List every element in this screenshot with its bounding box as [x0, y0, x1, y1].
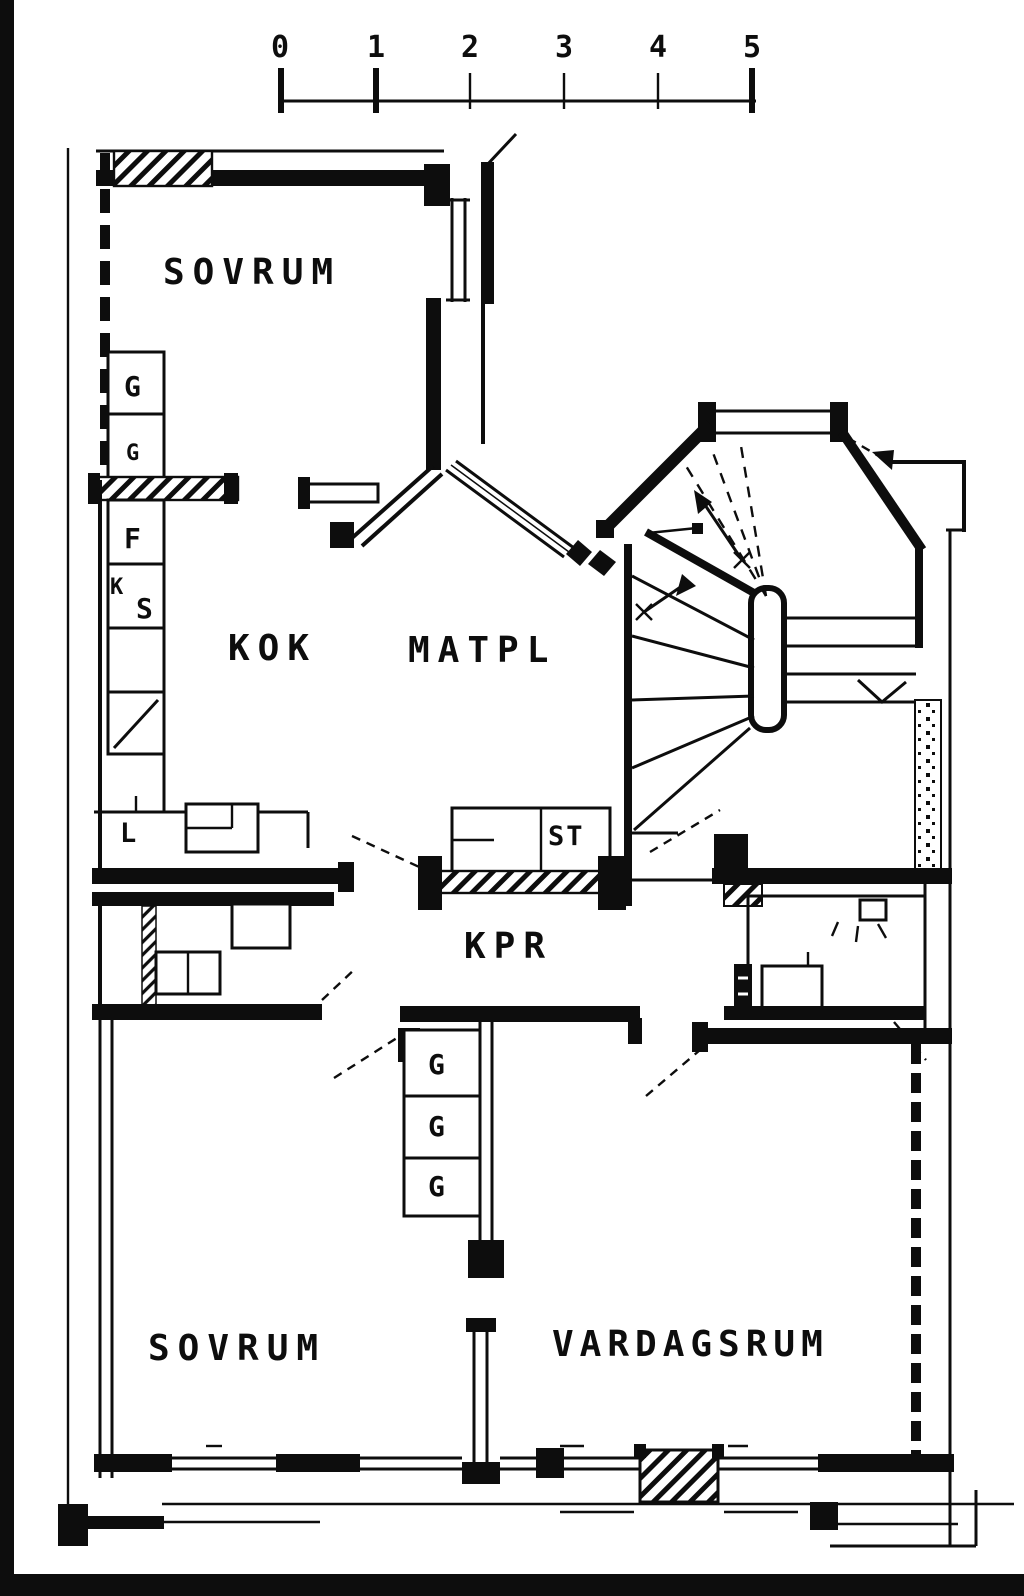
stair-outer-corner	[847, 436, 966, 1546]
kitchen-cabinet-column: G G F K S	[88, 350, 240, 870]
bathroom-left	[92, 892, 357, 1020]
door-swing-line	[649, 808, 721, 854]
hatched-wall-pier	[112, 149, 214, 188]
hatched-wall-pier	[141, 905, 157, 1007]
hatched-balcony-pier	[638, 1448, 720, 1504]
door-swing-line	[484, 132, 518, 168]
stair-bay-window	[698, 402, 848, 442]
hatched-wall-pier	[422, 869, 616, 895]
wardrobe-label: G	[428, 1110, 445, 1143]
cabinet-k-label: K	[110, 575, 124, 600]
room-label-vardagsrum: VARDAGSRUM	[552, 1324, 829, 1365]
wc-right	[712, 868, 952, 1061]
stippled-wall	[914, 699, 942, 879]
hatched-wall-pier	[92, 475, 240, 502]
stairwell	[596, 402, 966, 1546]
stair-treads-right	[784, 616, 916, 704]
room-label-matpl: MATPL	[408, 630, 556, 671]
down-arrow	[856, 678, 907, 704]
scale-tick-0: 0	[271, 30, 289, 65]
door-swing-line	[321, 967, 357, 1001]
scale-tick-1: 1	[367, 30, 385, 65]
room-label-sovrum-bottom: SOVRUM	[148, 1328, 326, 1369]
room-label-kpr: KPR	[464, 926, 553, 967]
room-labels: SOVRUM KOK MATPL KPR SOVRUM VARDAGSRUM	[148, 252, 829, 1369]
scale-tick-3: 3	[555, 30, 573, 65]
top-bedroom-walls	[96, 132, 518, 480]
chimney-shaft	[446, 162, 494, 304]
cabinet-box	[106, 562, 166, 630]
room-label-sovrum-top: SOVRUM	[163, 252, 341, 293]
stair-direction-arrow-lower	[635, 574, 696, 621]
room-partition	[462, 1318, 500, 1484]
corridor-walls: ST	[351, 806, 748, 910]
wardrobe-label: G	[428, 1170, 445, 1203]
wardrobe-box	[402, 1028, 482, 1098]
stair-treads-winder	[630, 574, 758, 882]
central-stack	[298, 298, 616, 576]
scale-tick-5: 5	[743, 30, 761, 65]
stair-direction-arrow-upper	[694, 490, 751, 569]
room-label-kok: KOK	[228, 628, 317, 669]
kitchen-counter: L	[92, 796, 354, 892]
wardrobe-label: G	[428, 1048, 445, 1081]
stair-upper-flight-dashed	[647, 439, 768, 597]
cabinet-box	[106, 626, 166, 694]
scale-tick-4: 4	[649, 30, 667, 65]
fridge-box	[106, 498, 166, 566]
wardrobe-label: G	[124, 370, 141, 403]
closet-st-label: ST	[548, 821, 585, 852]
south-wall	[94, 1444, 954, 1514]
toilet	[230, 902, 292, 950]
door-swing-line	[333, 1034, 401, 1080]
scale-bar: 0 1 2 3 4 5	[271, 30, 761, 113]
scale-tick-2: 2	[461, 30, 479, 65]
cabinet-s-label: S	[136, 592, 153, 625]
middle-walls-and-closets: G G G	[333, 1006, 952, 1278]
door-swing-line	[645, 1049, 701, 1097]
washer	[760, 964, 824, 1014]
wardrobe-label: G	[126, 441, 139, 466]
fridge-label: F	[124, 522, 141, 555]
toilet	[858, 898, 888, 922]
stair-newel	[748, 585, 787, 733]
exterior-boundary-lines	[58, 148, 1014, 1546]
angled-window	[445, 459, 575, 559]
window-lines	[172, 1456, 818, 1471]
southeast-balcony	[810, 1490, 978, 1548]
bottom-rooms-walls	[94, 1020, 978, 1548]
wardrobe-box	[402, 1156, 482, 1218]
counter-l-label: L	[120, 818, 138, 849]
door-swing-line	[351, 834, 431, 874]
